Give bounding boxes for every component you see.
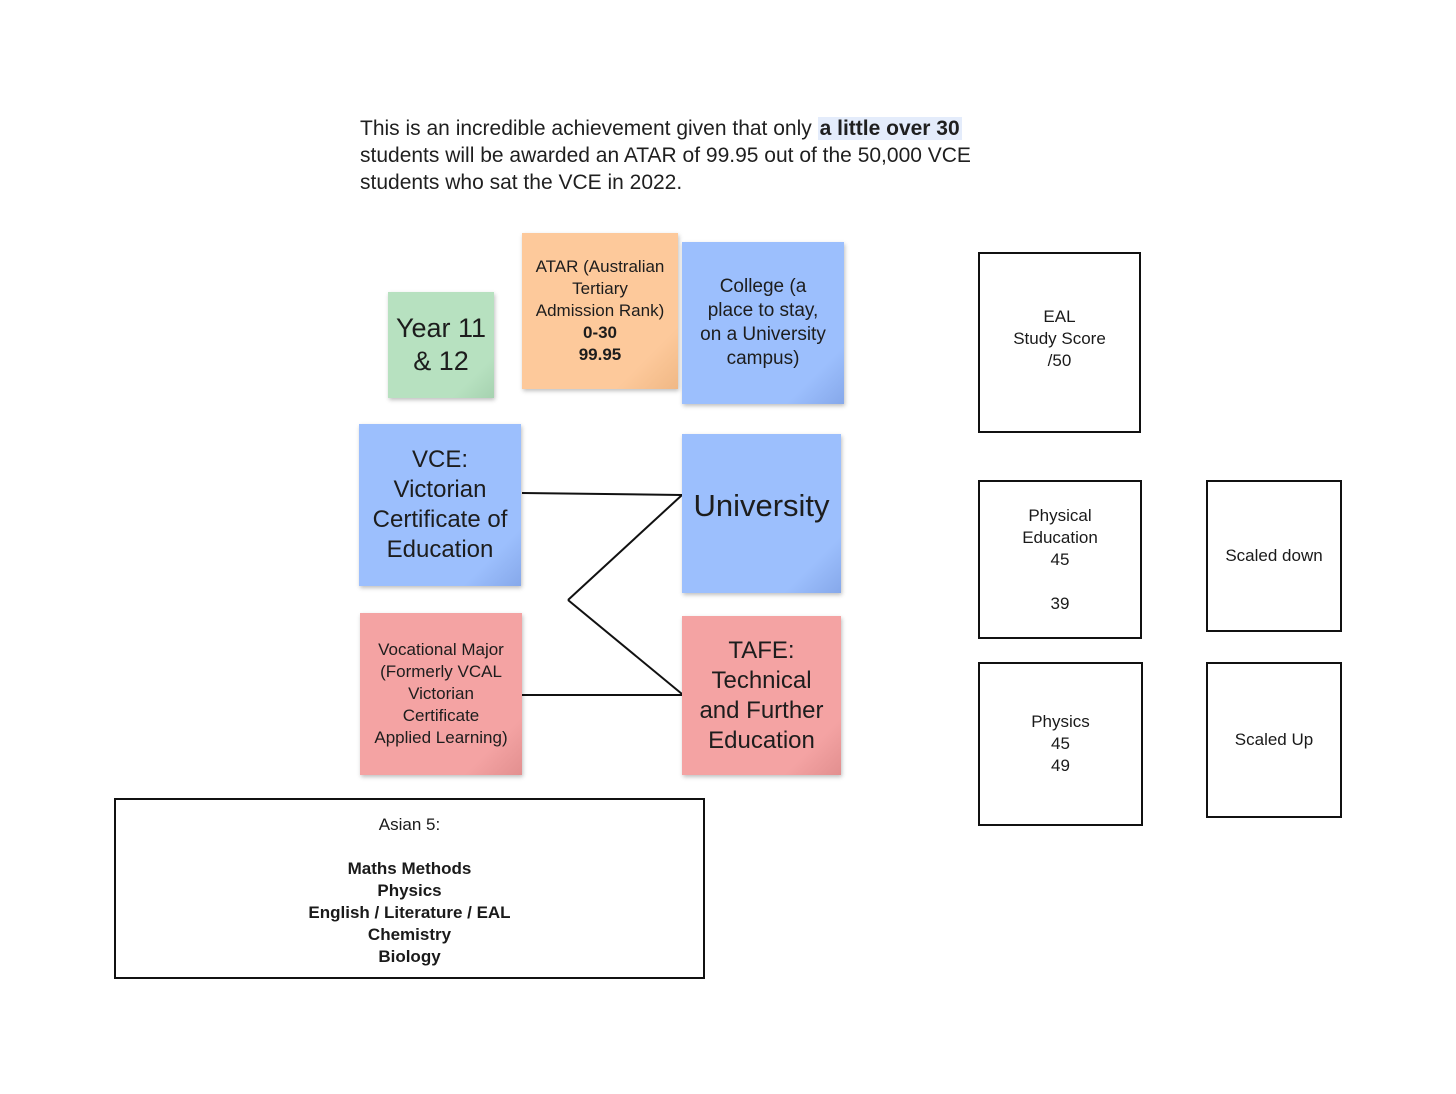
vocational-note-line2: (Formerly VCAL (380, 662, 502, 681)
branch-to-tafe-line (567, 599, 683, 695)
asian-5-subject-4: Chemistry (367, 925, 452, 944)
asian-5-subject-3: English / Literature / EAL (308, 903, 511, 922)
scaled-down-box[interactable]: Scaled down (1206, 480, 1342, 632)
asian-5-subject-1: Maths Methods (347, 859, 472, 878)
eal-box-line1: EAL (1043, 306, 1076, 326)
physics-box[interactable]: Physics 45 49 (978, 662, 1143, 826)
physics-box-scaled: 49 (1051, 756, 1070, 775)
university-note[interactable]: University (682, 434, 841, 593)
pe-box-line1: Physical (1028, 505, 1092, 525)
scaled-down-label: Scaled down (1225, 546, 1323, 565)
vce-note-line1: VCE: (411, 446, 468, 473)
college-note-line4: campus) (726, 348, 800, 369)
eal-box-line2: Study Score (1013, 328, 1106, 348)
scaled-up-label: Scaled Up (1234, 730, 1314, 749)
college-note[interactable]: College (a place to stay, on a Universit… (682, 242, 844, 404)
pe-box-scaled: 39 (1050, 593, 1070, 613)
vocational-note-line3: Victorian (408, 684, 474, 703)
asian-5-box[interactable]: Asian 5: Maths Methods Physics English /… (114, 798, 705, 979)
tafe-note-line1: TAFE: (728, 636, 795, 664)
tafe-note[interactable]: TAFE: Technical and Further Education (682, 616, 841, 775)
vce-to-university-line (521, 492, 683, 496)
pe-box-line2: Education (1022, 527, 1098, 547)
atar-note-line1: ATAR (Australian (535, 257, 665, 276)
year-note-line1: Year 11 (395, 313, 487, 343)
college-note-line2: place to stay, (707, 300, 819, 321)
scaled-up-box[interactable]: Scaled Up (1206, 662, 1342, 818)
college-note-line1: College (a (719, 276, 807, 297)
atar-note-line3: Admission Rank) (535, 301, 665, 320)
intro-text-before: This is an incredible achievement given … (360, 117, 818, 140)
college-note-line3: on a University (700, 324, 826, 345)
vocational-note-line1: Vocational Major (378, 640, 504, 659)
year-note-line2: & 12 (413, 346, 469, 376)
asian-5-subject-5: Biology (378, 947, 441, 966)
intro-text-after: students will be awarded an ATAR of 99.9… (360, 144, 971, 194)
tafe-note-line2: Technical (711, 666, 812, 694)
intro-paragraph: This is an incredible achievement given … (360, 115, 1000, 196)
eal-box-line3: /50 (1047, 350, 1072, 370)
physical-education-box[interactable]: Physical Education 45 39 (978, 480, 1142, 639)
physics-box-score: 45 (1051, 734, 1070, 753)
vce-note-line2: Victorian (393, 476, 487, 503)
university-to-branch-line (567, 494, 683, 601)
tafe-note-line3: and Further (699, 696, 824, 724)
physics-box-line1: Physics (1031, 712, 1090, 731)
university-note-label: University (693, 487, 830, 523)
asian-5-subject-2: Physics (377, 881, 442, 900)
atar-note-line2: Tertiary (572, 279, 628, 298)
asian-5-title: Asian 5: (378, 815, 441, 834)
vocational-note-line5: Applied Learning) (374, 728, 508, 747)
pe-box-score: 45 (1050, 549, 1070, 569)
vocational-major-note[interactable]: Vocational Major (Formerly VCAL Victoria… (360, 613, 522, 775)
eal-study-score-box[interactable]: EAL Study Score /50 (978, 252, 1141, 433)
vce-note[interactable]: VCE: Victorian Certificate of Education (359, 424, 521, 586)
atar-note-range-min: 0-30 (582, 323, 618, 342)
atar-note[interactable]: ATAR (Australian Tertiary Admission Rank… (522, 233, 678, 389)
vocational-note-line4: Certificate (402, 706, 480, 725)
vce-note-line3: Certificate of (372, 506, 508, 533)
intro-highlight: a little over 30 (817, 117, 962, 140)
year-11-12-note[interactable]: Year 11 & 12 (388, 292, 494, 398)
vce-note-line4: Education (386, 536, 494, 563)
tafe-note-line4: Education (708, 726, 815, 754)
atar-note-range-max: 99.95 (578, 345, 622, 364)
